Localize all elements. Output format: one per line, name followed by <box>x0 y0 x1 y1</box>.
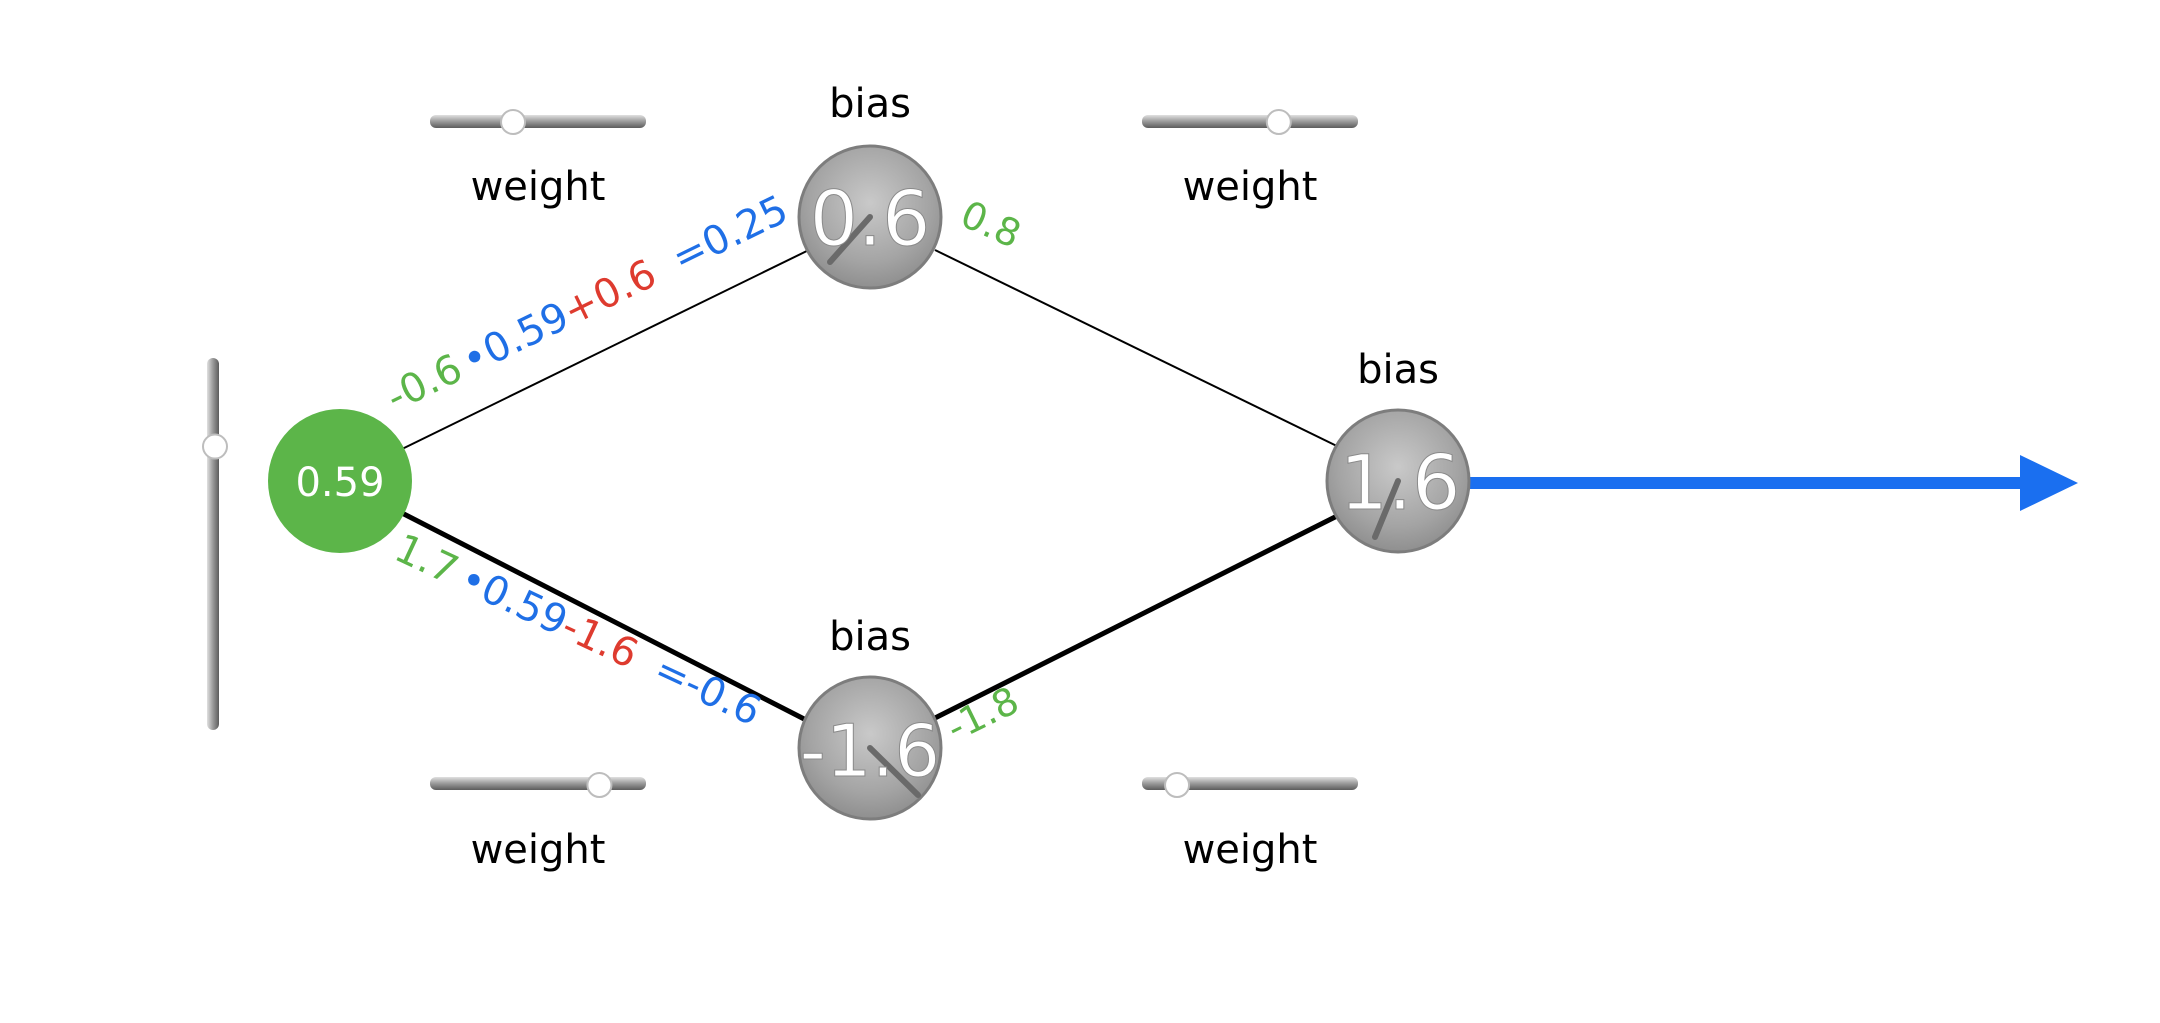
hidden-node-top-value: 0.6 <box>810 174 931 263</box>
weight-slider-top-output[interactable] <box>1142 109 1358 135</box>
formula-top-bias: +0.6 <box>556 251 663 335</box>
bias-dial-indicator[interactable] <box>867 745 921 798</box>
input-node-value: 0.59 <box>295 460 384 506</box>
input-node[interactable]: 0.59 <box>268 409 412 553</box>
output-node[interactable]: 1.6 <box>1325 408 1471 554</box>
edge-input-to-bottom <box>398 509 812 725</box>
formula-top-weight: -0.6 <box>379 345 469 421</box>
output-node-value: 1.6 <box>1340 438 1461 527</box>
input-slider-track[interactable] <box>207 358 219 730</box>
formula-top-input: •0.59 <box>455 293 576 384</box>
formula-bottom-bias: -1.6 <box>555 603 645 678</box>
hidden-top-output-value: 0.8 <box>954 192 1027 257</box>
weight-label-input-top: weight <box>471 164 606 210</box>
weight-slider-bottom-output[interactable] <box>1142 772 1358 798</box>
weight-slider-knob[interactable] <box>1265 109 1292 135</box>
weight-slider-knob[interactable] <box>1164 772 1191 798</box>
input-slider[interactable] <box>202 358 228 730</box>
weight-slider-input-bottom[interactable] <box>430 772 646 798</box>
hidden-bottom-output-value: -1.8 <box>940 678 1026 750</box>
weight-slider-input-top[interactable] <box>430 109 646 135</box>
formula-top: -0.6•0.59+0.6=0.25 <box>379 187 795 421</box>
edge-bottom-to-output <box>933 509 1347 721</box>
output-arrow <box>1470 455 2078 511</box>
formula-bottom-weight: 1.7 <box>388 525 465 594</box>
weight-label-input-bottom: weight <box>471 827 606 873</box>
hidden-node-top[interactable]: 0.6 <box>797 144 943 290</box>
hidden-node-bottom[interactable]: -1.6 <box>797 675 943 821</box>
input-slider-knob[interactable] <box>202 433 228 460</box>
weight-slider-track[interactable] <box>430 115 646 128</box>
bias-label-bottom: bias <box>829 614 911 660</box>
formula-bottom-result: =-0.6 <box>647 646 768 735</box>
edge-input-to-top <box>399 246 816 451</box>
weight-slider-track[interactable] <box>1142 115 1358 128</box>
bias-dial-indicator[interactable] <box>1372 478 1401 540</box>
bias-label-top: bias <box>829 81 911 127</box>
hidden-node-bottom-value: -1.6 <box>800 709 940 793</box>
weight-label-top-output: weight <box>1183 164 1318 210</box>
weight-slider-knob[interactable] <box>586 772 613 798</box>
weight-slider-track[interactable] <box>430 777 646 790</box>
bias-dial-indicator[interactable] <box>827 214 873 265</box>
formula-bottom: 1.7•0.59-1.6=-0.6 <box>388 525 768 735</box>
edge-top-to-output <box>934 249 1346 451</box>
weight-label-bottom-output: weight <box>1183 827 1318 873</box>
weight-slider-knob[interactable] <box>500 109 527 135</box>
bias-label-output: bias <box>1357 347 1439 393</box>
formula-top-result: =0.25 <box>665 187 795 282</box>
weight-slider-track[interactable] <box>1142 777 1358 790</box>
